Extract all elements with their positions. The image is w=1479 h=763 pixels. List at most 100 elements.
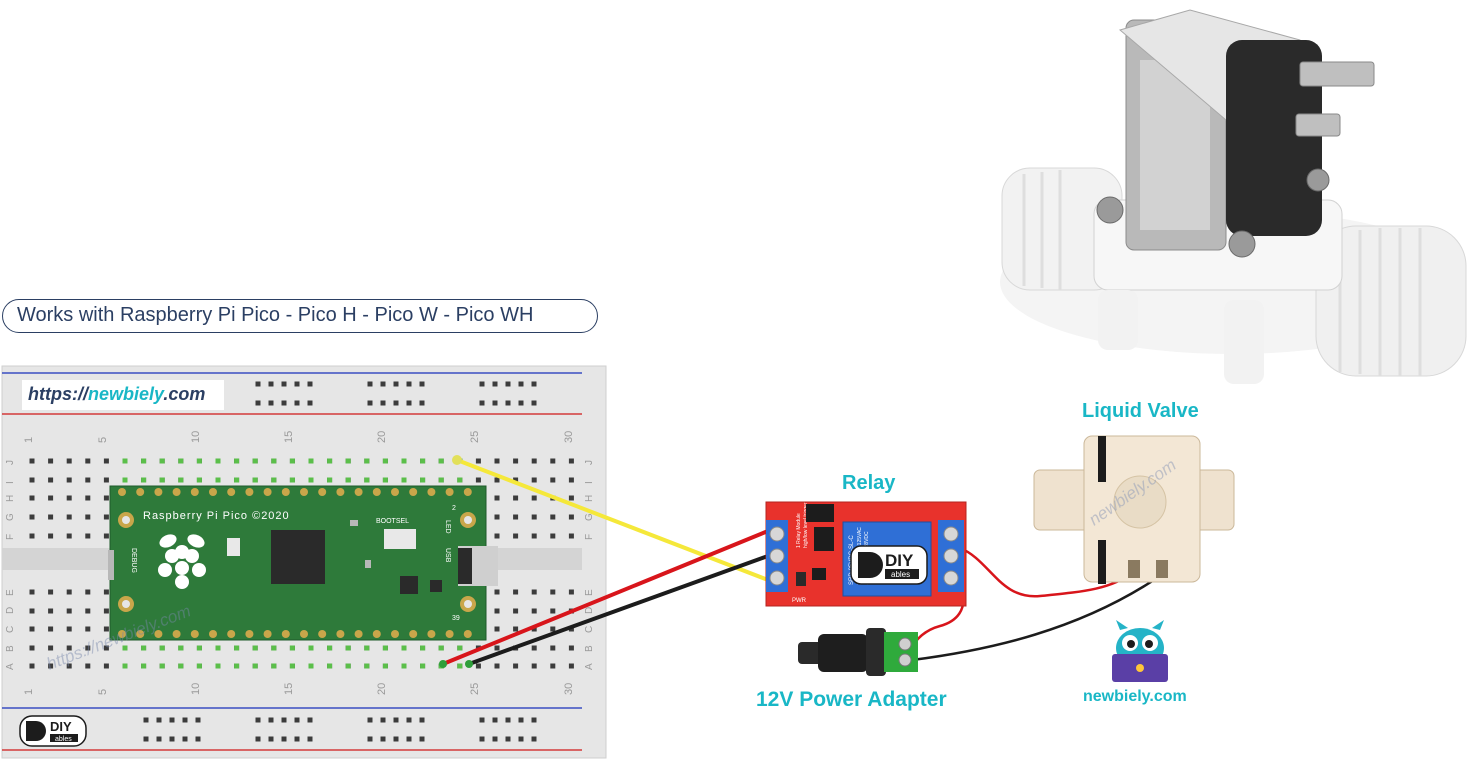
occupied-hole <box>401 645 407 651</box>
breadboard-hole <box>48 514 54 520</box>
breadboard-hole <box>103 663 109 669</box>
pico-pin-pad <box>245 630 254 638</box>
pico-pin-pad <box>427 488 436 496</box>
power-rail-hole <box>294 381 300 387</box>
occupied-hole <box>196 663 202 669</box>
occupied-hole <box>234 477 240 483</box>
breadboard-hole <box>29 514 35 520</box>
occupied-holes <box>122 458 463 669</box>
power-rail-hole <box>255 381 261 387</box>
pico-pin-pad <box>300 630 308 638</box>
occupied-hole <box>327 663 333 669</box>
breadboard-hole <box>568 663 574 669</box>
breadboard-hole <box>29 477 35 483</box>
breadboard-hole <box>494 477 500 483</box>
breadboard-hole <box>103 495 109 501</box>
power-rail-hole <box>518 400 524 406</box>
occupied-hole <box>364 458 370 464</box>
pico-pin-pad <box>445 630 454 638</box>
occupied-hole <box>438 645 444 651</box>
occupied-hole <box>308 458 314 464</box>
breadboard-hole <box>531 589 537 595</box>
column-number: 1 <box>23 689 35 695</box>
relay-label: Relay <box>842 472 896 494</box>
column-number: 20 <box>376 683 388 695</box>
occupied-hole <box>438 458 444 464</box>
occupied-hole <box>122 645 128 651</box>
pico-pin-pad <box>354 630 363 638</box>
breadboard-hole <box>475 458 481 464</box>
breadboard-hole <box>103 645 109 651</box>
row-letter: J <box>584 460 595 465</box>
pico-pin-pad <box>463 488 472 496</box>
breadboard-hole <box>494 589 500 595</box>
occupied-hole <box>252 663 258 669</box>
compatibility-banner: Works with Raspberry Pi Pico - Pico H - … <box>2 299 598 333</box>
power-rail-hole <box>380 400 386 406</box>
pico-pin-pad <box>227 630 236 638</box>
gnd-wire-black <box>467 554 770 666</box>
power-rail-hole <box>195 717 201 723</box>
power-rail-hole <box>492 381 498 387</box>
power-rail-hole <box>182 717 188 723</box>
row-letter: I <box>584 481 595 484</box>
pico-pin-pad <box>154 488 163 496</box>
breadboard-hole <box>568 477 574 483</box>
pico-pin-pad <box>336 630 345 638</box>
breadboard-hole <box>568 533 574 539</box>
breadboard-hole <box>85 589 91 595</box>
row-letter: F <box>584 534 595 540</box>
power-rail-hole <box>255 736 261 742</box>
pico-pin-pad <box>318 488 327 496</box>
power-rail-hole <box>294 717 300 723</box>
breadboard-hole <box>103 626 109 632</box>
pico-pin-pad <box>118 630 126 638</box>
pin-2-label: 2 <box>452 505 456 512</box>
breadboard-hole <box>494 626 500 632</box>
pico-pin-pad <box>372 488 381 496</box>
breadboard-hole <box>531 663 537 669</box>
breadboard-hole <box>550 458 556 464</box>
power-rail-hole <box>406 381 412 387</box>
power-rail-hole <box>268 717 274 723</box>
breadboard-hole <box>66 663 72 669</box>
power-rail-hole <box>367 717 373 723</box>
power-rail-hole <box>518 381 524 387</box>
pico-pin-pad <box>172 630 181 638</box>
breadboard-hole <box>513 458 519 464</box>
breadboard-hole <box>494 458 500 464</box>
power-rail-hole <box>406 736 412 742</box>
power-rail-hole <box>419 381 425 387</box>
occupied-hole <box>178 458 184 464</box>
breadboard-hole <box>513 514 519 520</box>
occupied-hole <box>308 663 314 669</box>
pico-pin-pad <box>209 488 217 496</box>
power-rail-hole <box>380 381 386 387</box>
occupied-hole <box>327 458 333 464</box>
occupied-hole <box>382 458 388 464</box>
occupied-hole <box>457 645 463 651</box>
column-number: 25 <box>469 683 481 695</box>
crystal-icon <box>227 538 240 556</box>
breadboard-hole <box>48 626 54 632</box>
occupied-hole <box>271 645 277 651</box>
breadboard-hole <box>85 533 91 539</box>
power-rail-hole <box>393 381 399 387</box>
pico-pin-pad <box>154 630 163 638</box>
breadboard-hole <box>48 533 54 539</box>
occupied-hole <box>234 458 240 464</box>
occupied-hole <box>420 477 426 483</box>
breadboard-hole <box>66 514 72 520</box>
breadboard-hole <box>513 608 519 614</box>
occupied-hole <box>364 663 370 669</box>
power-rail-hole <box>479 717 485 723</box>
occupied-hole <box>215 663 221 669</box>
solenoid-valve-photo <box>1000 9 1467 384</box>
bootsel-button <box>384 529 416 549</box>
occupied-hole <box>327 477 333 483</box>
breadboard-hole <box>550 477 556 483</box>
occupied-hole <box>234 645 240 651</box>
pico-pin-pad <box>409 488 418 496</box>
power-rail-hole <box>169 717 175 723</box>
power-rail-hole <box>492 400 498 406</box>
